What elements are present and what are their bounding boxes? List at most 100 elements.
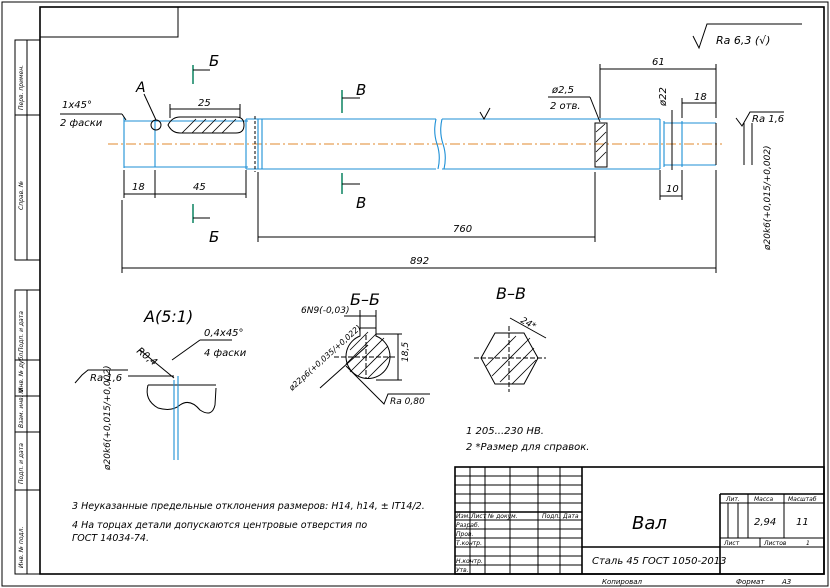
tb-mass-value: 2,94 (754, 517, 776, 528)
dim-10-text: 10 (666, 184, 679, 195)
dim-18-left-text: 18 (132, 182, 145, 193)
section-bb-depth: 18,5 (401, 342, 411, 362)
side-podp-data-2: Подп. и дата (18, 443, 25, 484)
section-bb-keyway: 6N9(-0,03) (301, 306, 350, 316)
tb-header-scale: Масштаб (788, 496, 817, 503)
title-block: Изм. Лист № докум. Подп. Дата Разраб. Пр… (454, 466, 825, 575)
note-2: 2 *Размер для справок. (466, 442, 589, 453)
detail-a-radius: R0,4 (134, 346, 159, 369)
cut-v-bottom-label: В (356, 194, 366, 212)
tb-part-name: Вал (632, 513, 667, 534)
section-bb-roughness: Ra 0,80 (390, 397, 425, 407)
side-strip-upper: Перв. примен. Справ. № (14, 39, 41, 261)
notes-left: 3 Неуказанные предельные отклонения разм… (72, 501, 425, 544)
dim-18-left: 18 (123, 170, 156, 198)
general-roughness-text: Ra 6,3 (√) (716, 34, 770, 47)
dim-d22: ø22 (658, 87, 673, 170)
copied-label: Копировал (602, 578, 643, 586)
ra-right-text: Ra 1,6 (752, 114, 784, 125)
dim-61-text: 61 (652, 57, 665, 68)
cut-bb: Б Б (192, 52, 219, 246)
side-inv-podl: Инв. № подл. (18, 527, 25, 568)
detail-a-letter: A (135, 80, 146, 96)
note-3: 3 Неуказанные предельные отклонения разм… (72, 501, 425, 512)
side-perv-primen: Перв. примен. (18, 65, 25, 110)
notes-right: 1 205...230 HB. 2 *Размер для справок. (466, 426, 589, 453)
hole-note-line1: ø2,5 (551, 85, 574, 96)
chamfer-note-line2: 2 фаски (60, 118, 103, 129)
chamfer-note-line1: 1x45° (62, 100, 92, 111)
note-4-line2: ГОСТ 14034-74. (72, 533, 149, 544)
tb-material: Сталь 45 ГОСТ 1050-2013 (592, 556, 727, 567)
side-inv-dubl: Инв. № дубл. (18, 351, 25, 392)
section-bb-title: Б–Б (350, 290, 380, 309)
section-vv-title: В–В (496, 284, 526, 303)
chamfer-note: 1x45° 2 фаски (60, 100, 127, 129)
cut-vv: В В (341, 81, 366, 212)
keyway-hatch (167, 116, 245, 134)
section-vv-flats: 24* (519, 316, 538, 333)
tb-scale-value: 11 (796, 517, 809, 528)
detail-a-title: A(5:1) (143, 307, 193, 326)
tb-role-check: Пров. (456, 531, 474, 538)
dim-10: 10 (659, 170, 683, 200)
roughness-mark-middle (479, 107, 491, 121)
section-bb-view: Б–Б 6N9(-0,03) 18,5 ø22p6(+0,035/+0,022)… (287, 290, 430, 407)
hole-hatch (595, 123, 607, 163)
tb-sheet-label: Лист (723, 540, 740, 547)
cut-b-bottom-label: Б (209, 228, 219, 246)
side-vzam-inv: Взам. инв. № (18, 387, 25, 428)
cut-b-top-label: Б (209, 52, 219, 70)
tb-col-date: Дата (562, 513, 579, 520)
dim-61: 61 (599, 57, 717, 118)
dim-45: 45 (155, 170, 247, 198)
dim-892-text: 892 (410, 256, 429, 267)
dim-892: 892 (121, 170, 717, 273)
dim-45-text: 45 (193, 182, 206, 193)
dim-25: 25 (169, 98, 241, 118)
shaft-diam-right-text: ø20k6(+0,015/+0,002) (763, 145, 773, 251)
detail-a-mark: A (135, 80, 162, 131)
tb-col-sign: Подп. (542, 513, 560, 520)
tb-role-approved: Утв. (456, 567, 469, 574)
format-label: Формат (736, 578, 765, 586)
detail-a-view: A(5:1) 0,4x45° 4 фаски R0,4 Ra 1,6 ø20k6… (74, 307, 247, 471)
side-podp-data-1: Подп. и дата (18, 311, 25, 352)
tb-col-doc: № докум. (487, 513, 518, 520)
detail-a-roughness: Ra 1,6 (90, 373, 122, 384)
ra-right: Ra 1,6 (735, 111, 784, 127)
general-roughness: Ra 6,3 (√) (692, 23, 802, 50)
detail-a-chamfer-2: 4 фаски (204, 348, 247, 359)
section-vv-view: В–В 24* (474, 284, 547, 392)
detail-a-diam: ø20k6(+0,015/+0,002) (103, 365, 113, 471)
dim-d22-text: ø22 (658, 87, 669, 107)
dim-760-text: 760 (453, 224, 472, 235)
tb-col-list: Лист (470, 513, 487, 520)
tb-role-dev: Разраб. (456, 522, 480, 529)
format-value: A3 (781, 578, 791, 586)
tb-header-lit: Лит. (725, 496, 740, 503)
tb-col-izm: Изм. (456, 513, 470, 520)
tb-sheets-label: Листов (763, 540, 787, 547)
hole-note-line2: 2 отв. (550, 101, 581, 112)
note-1: 1 205...230 HB. (466, 426, 544, 437)
dim-18-right-text: 18 (694, 92, 707, 103)
tb-role-ncontrol: Н.контр. (456, 558, 483, 565)
tb-role-tcontrol: Т.контр. (456, 540, 482, 547)
shaft-diam-right: ø20k6(+0,015/+0,002) (743, 123, 773, 251)
hole-note: ø2,5 2 отв. (548, 85, 601, 123)
tb-sheets-count: 1 (806, 540, 810, 547)
detail-a-chamfer-1: 0,4x45° (204, 328, 244, 339)
side-strip-lower: Подп. и дата Инв. № дубл. Взам. инв. № П… (14, 289, 41, 575)
dim-760: 760 (257, 172, 596, 242)
dim-25-text: 25 (198, 98, 211, 109)
top-left-code-box (39, 6, 179, 38)
tb-header-mass: Масса (754, 496, 773, 503)
shaft-main-view (108, 116, 753, 172)
dim-18-right: 18 (681, 92, 716, 118)
note-4-line1: 4 На торцах детали допускаются центровые… (72, 520, 367, 531)
side-sprav: Справ. № (18, 181, 25, 210)
cut-v-top-label: В (356, 81, 366, 99)
